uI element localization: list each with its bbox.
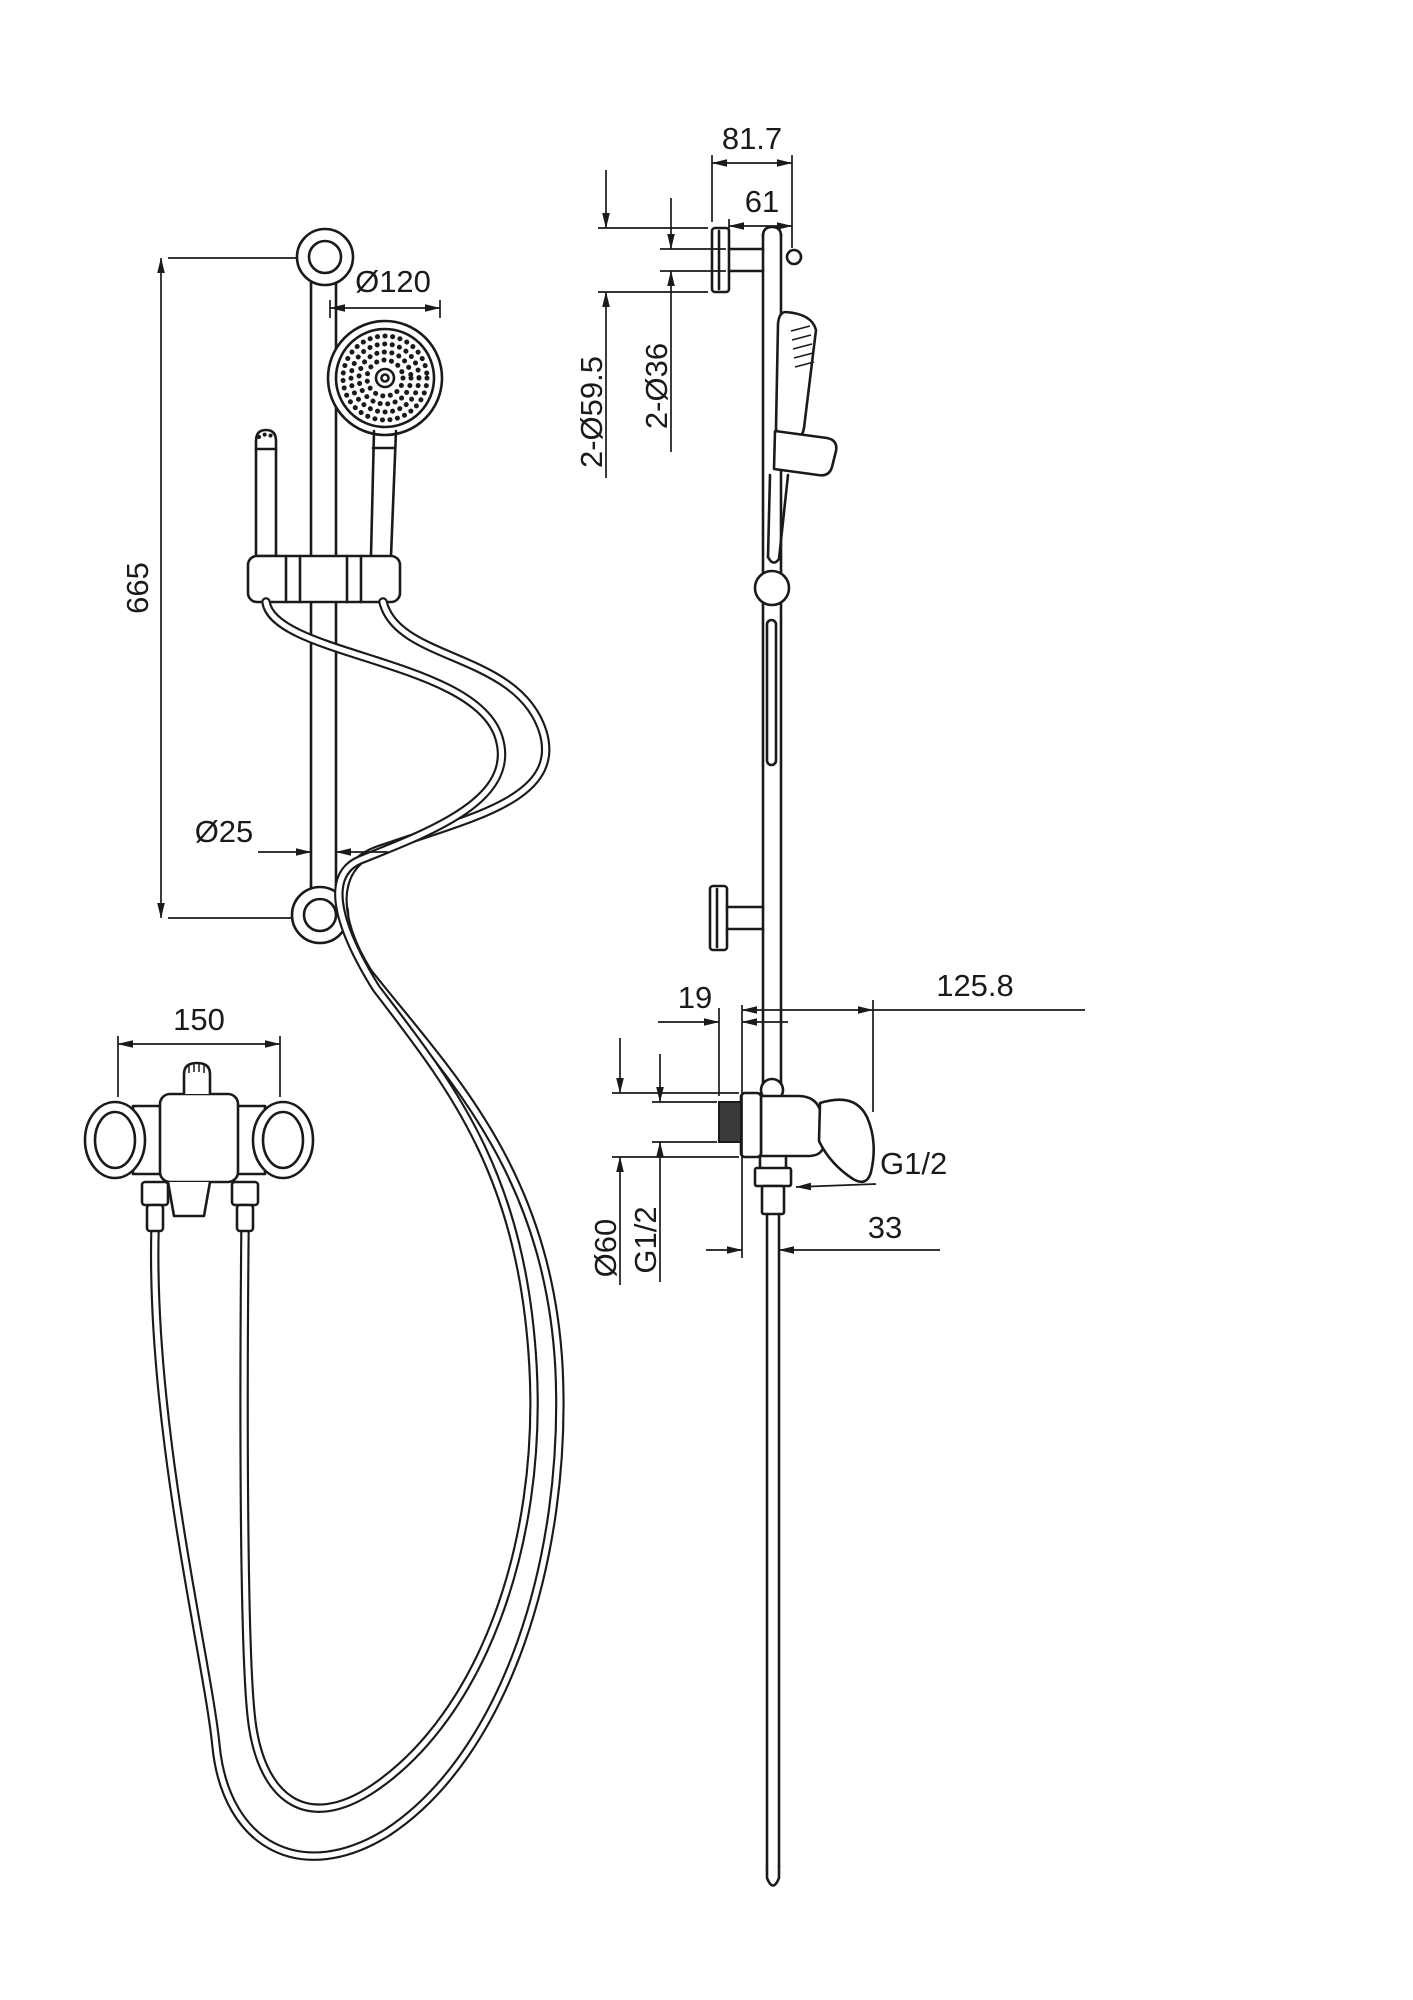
rail-end-screw xyxy=(785,248,803,266)
mixer-front xyxy=(83,1061,315,1233)
dim-flange-diameter: 2-Ø59.5 xyxy=(574,170,708,478)
shower-hose-front xyxy=(155,602,560,1856)
hand-shower-handle-front xyxy=(369,429,398,563)
bottom-bracket-side xyxy=(708,884,765,952)
escutcheon-diameter-label: Ø60 xyxy=(588,1219,623,1278)
sprayer-front xyxy=(254,428,278,558)
dim-rail-height: 665 xyxy=(120,257,296,919)
wall-clearance-label: 19 xyxy=(678,980,712,1015)
dim-rail-diameter: Ø25 xyxy=(195,814,388,856)
top-wall-mount-front xyxy=(295,227,355,287)
slider-clamp-side xyxy=(753,569,791,607)
outlet-thread-label: G1/2 xyxy=(880,1146,947,1181)
side-view: 81.7 61 2-Ø59.5 2-Ø36 19 xyxy=(574,121,1085,1887)
sprayer-hose-front xyxy=(244,602,534,1808)
dim-mixer-projection: 125.8 xyxy=(741,968,1085,1258)
mixer-projection-label: 125.8 xyxy=(936,968,1014,1003)
supply-thread-label: G1/2 xyxy=(628,1206,663,1273)
outlet-offset-label: 33 xyxy=(868,1210,902,1245)
flange-diameter-label: 2-Ø59.5 xyxy=(574,356,609,468)
rail-diameter-label: Ø25 xyxy=(195,814,254,849)
dim-wall-clearance: 19 xyxy=(658,980,788,1096)
bracket-tube-diameter-label: 2-Ø36 xyxy=(639,343,674,429)
bracket-pipe-length-label: 61 xyxy=(745,184,779,219)
head-diameter-label: Ø120 xyxy=(355,264,431,299)
dim-outlet-thread: G1/2 xyxy=(795,1146,947,1191)
shower-hose-side xyxy=(765,1212,781,1887)
dim-escutcheon-diameter: Ø60 xyxy=(588,1038,739,1285)
hand-shower-side xyxy=(766,310,838,564)
dim-outlet-offset: 33 xyxy=(706,1210,940,1258)
dim-bracket-tube-diameter: 2-Ø36 xyxy=(639,198,726,452)
rail-height-label: 665 xyxy=(120,562,155,614)
mixer-center-distance-label: 150 xyxy=(173,1002,225,1037)
dim-supply-thread: G1/2 xyxy=(628,1054,717,1282)
slider-bracket-front xyxy=(246,554,402,604)
rail-slot-side xyxy=(765,618,778,767)
dim-top-bracket-depth: 81.7 xyxy=(711,121,793,248)
top-bracket-depth-label: 81.7 xyxy=(722,121,782,156)
top-bracket-side xyxy=(710,226,765,294)
front-view: 665 Ø120 Ø25 150 xyxy=(83,227,560,1856)
dim-mixer-center-distance: 150 xyxy=(117,1002,281,1097)
hand-shower-head-front xyxy=(326,319,444,437)
mixer-side xyxy=(718,1077,876,1216)
dim-bracket-pipe-length: 61 xyxy=(728,184,793,243)
dim-head-diameter: Ø120 xyxy=(329,264,441,318)
